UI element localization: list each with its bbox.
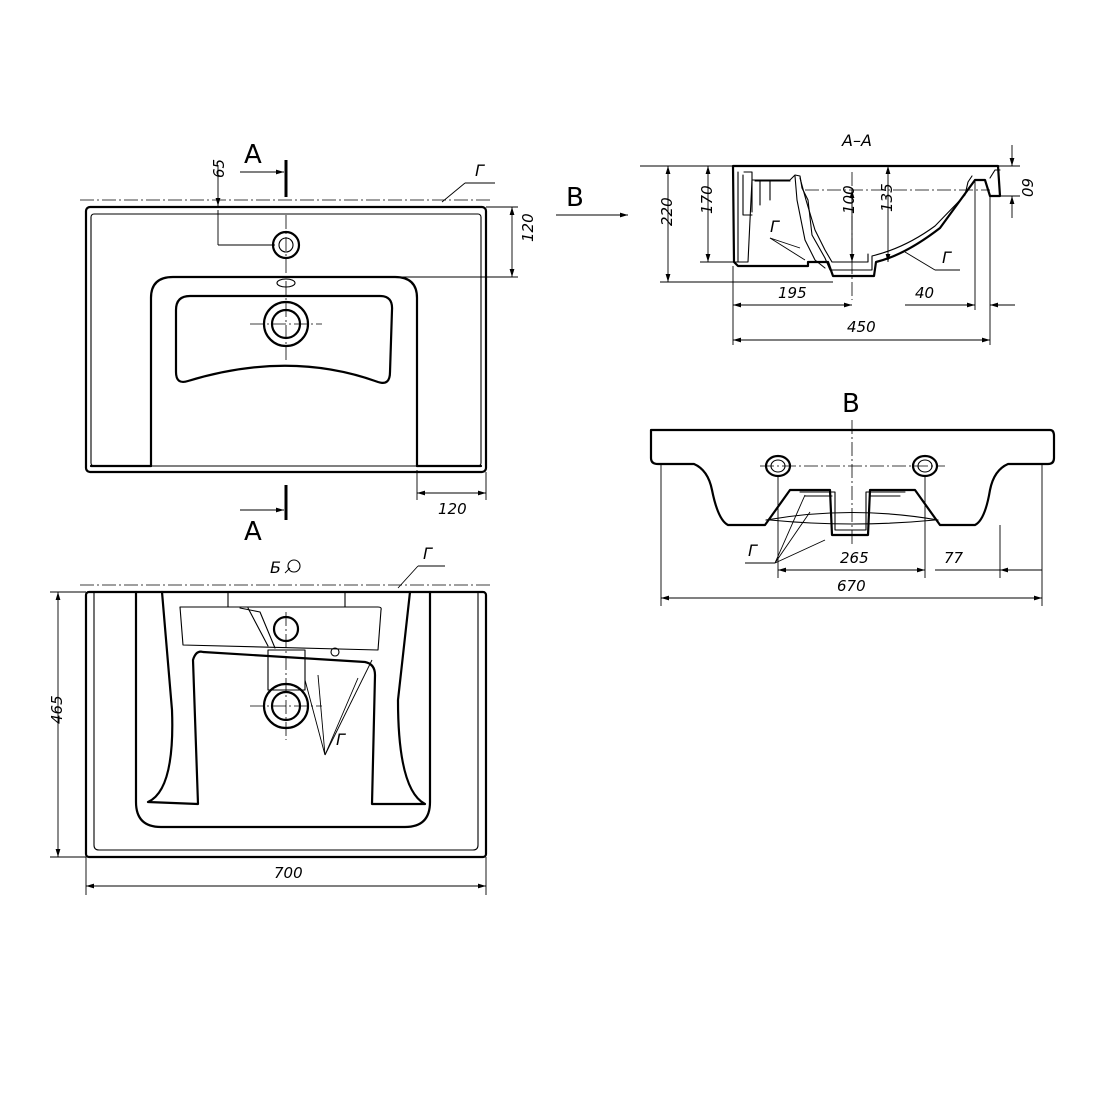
view-b-arrow-label: В [566,183,584,213]
surface-g-view-b-label: Г [748,541,758,560]
dim-77: 77 [944,549,964,567]
dim-700: 700 [274,864,303,882]
dim-265: 265 [840,549,869,567]
surface-g-section-label-2: Г [942,248,952,267]
surface-g-top-label: Г [475,161,485,180]
view-b-title: В [842,389,860,419]
section-a-a: А–А Г Г 220 170 100 135 60 [556,131,1036,345]
dim-220: 220 [658,197,676,226]
dim-60: 60 [1018,178,1036,197]
section-a-bottom-label: А [244,517,262,547]
view-b: В Г 265 77 670 [649,389,1056,606]
surface-g-bottom-inner-label: Г [336,730,346,749]
dim-120-vertical: 120 [519,213,537,242]
dim-100: 100 [840,185,858,214]
dim-465: 465 [48,695,66,724]
dim-120-horizontal: 120 [438,500,467,518]
surface-g-section-label-1: Г [770,217,780,236]
bottom-view: Г Б Г 465 700 [48,544,490,895]
top-view: А А 65 120 120 Г [80,140,537,547]
dim-195: 195 [778,284,807,302]
dim-670: 670 [837,577,866,595]
surface-g-bottom-label: Г [423,544,433,563]
detail-b-label: Б [270,558,281,577]
dim-170: 170 [698,185,716,214]
section-a-top-label: А [244,140,262,170]
dim-450: 450 [847,318,876,336]
dim-135: 135 [878,183,896,212]
dim-65: 65 [210,159,228,178]
dim-40: 40 [915,284,934,302]
section-title: А–А [841,131,872,150]
